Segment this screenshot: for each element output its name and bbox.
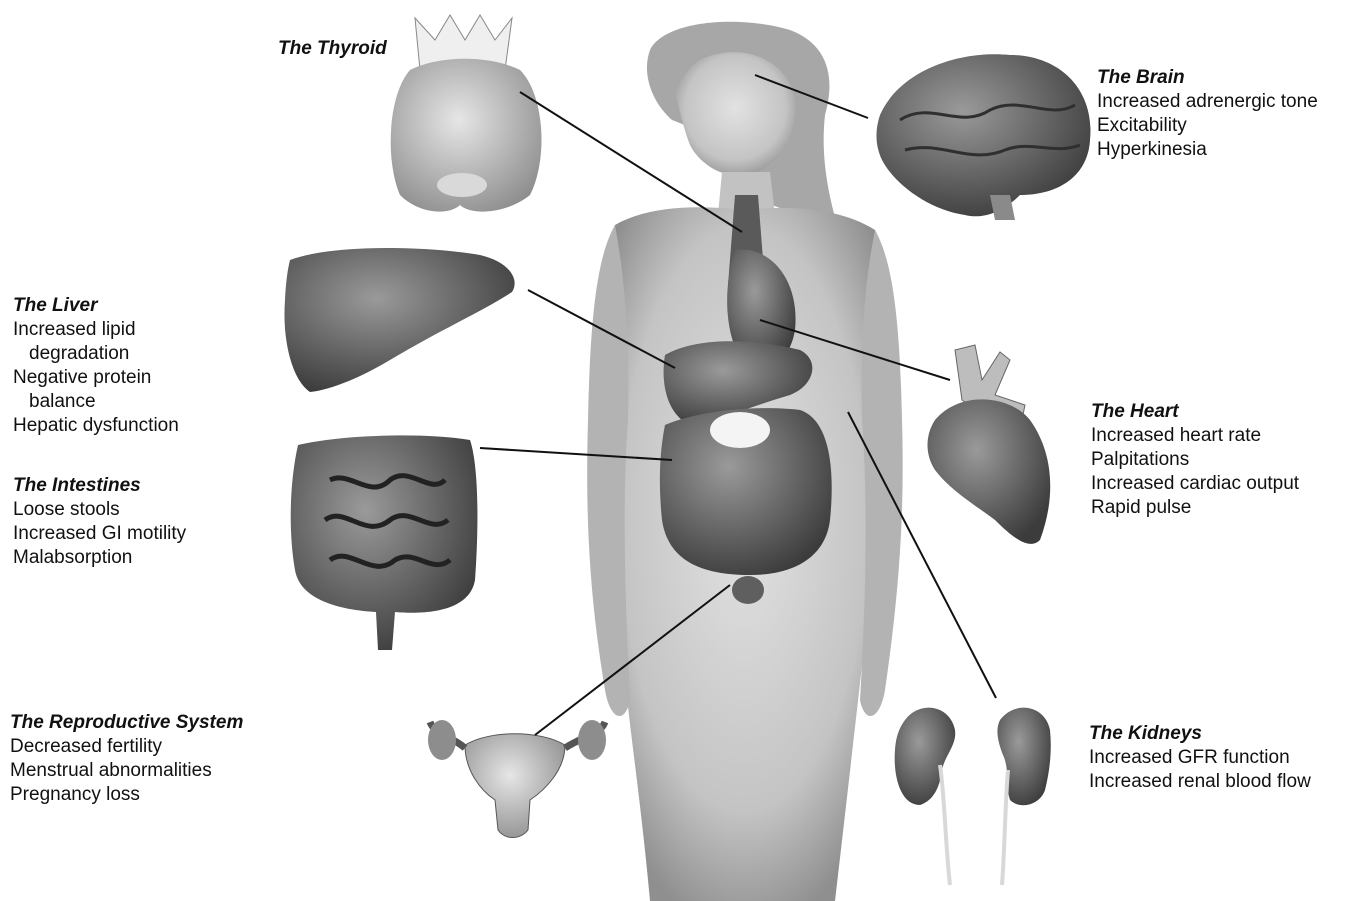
heart-effect: Increased heart rate <box>1091 424 1299 448</box>
brain-illustration <box>876 54 1090 220</box>
liver-illustration <box>284 248 514 392</box>
figure-stomach-shape <box>710 412 770 448</box>
intestines-effect: Increased GI motility <box>13 522 186 546</box>
thyroid-illustration <box>391 15 542 212</box>
ureters-shape <box>940 765 1008 885</box>
heart-illustration <box>928 345 1051 544</box>
thyroid-label: The Thyroid <box>278 37 387 61</box>
intestines-title: The Intestines <box>13 474 186 498</box>
right-arm-shape <box>860 230 903 716</box>
reproductive-effect: Menstrual abnormalities <box>10 759 243 783</box>
heart-title: The Heart <box>1091 400 1299 424</box>
brain-effect: Increased adrenergic tone <box>1097 90 1318 114</box>
brain-label: The Brain Increased adrenergic tone Exci… <box>1097 66 1318 162</box>
brain-shape <box>876 54 1090 216</box>
kidneys-title: The Kidneys <box>1089 722 1311 746</box>
thyroid-isthmus-shape <box>437 173 487 197</box>
kidneys-effect: Increased renal blood flow <box>1089 770 1311 794</box>
liver-label: The Liver Increased lipid degradation Ne… <box>13 294 179 438</box>
liver-shape <box>284 248 514 392</box>
brain-effect: Excitability <box>1097 114 1318 138</box>
liver-effect: Negative protein <box>13 366 179 390</box>
intestines-illustration <box>291 435 478 650</box>
right-ovary-shape <box>578 720 606 760</box>
left-ovary-shape <box>428 720 456 760</box>
brain-effect: Hyperkinesia <box>1097 138 1318 162</box>
heart-label: The Heart Increased heart rate Palpitati… <box>1091 400 1299 520</box>
reproductive-label: The Reproductive System Decreased fertil… <box>10 711 243 807</box>
kidneys-label: The Kidneys Increased GFR function Incre… <box>1089 722 1311 794</box>
liver-effect: degradation <box>13 342 179 366</box>
liver-effect: balance <box>13 390 179 414</box>
reproductive-effect: Decreased fertility <box>10 735 243 759</box>
heart-effect: Rapid pulse <box>1091 496 1299 520</box>
kidneys-illustration <box>895 708 1051 885</box>
human-body-figure <box>587 22 903 901</box>
reproductive-illustration <box>428 720 606 838</box>
heart-shape <box>928 399 1051 544</box>
figure-bladder-shape <box>732 576 764 604</box>
heart-effect: Increased cardiac output <box>1091 472 1299 496</box>
colon-frame-shape <box>291 435 478 650</box>
reproductive-title: The Reproductive System <box>10 711 243 735</box>
liver-title: The Liver <box>13 294 179 318</box>
brain-title: The Brain <box>1097 66 1318 90</box>
heart-effect: Palpitations <box>1091 448 1299 472</box>
left-arm-shape <box>587 225 630 716</box>
kidneys-effect: Increased GFR function <box>1089 746 1311 770</box>
uterus-shape <box>465 734 565 838</box>
liver-effect: Hepatic dysfunction <box>13 414 179 438</box>
reproductive-effect: Pregnancy loss <box>10 783 243 807</box>
thyroid-title: The Thyroid <box>278 37 387 61</box>
intestines-effect: Loose stools <box>13 498 186 522</box>
intestines-effect: Malabsorption <box>13 546 186 570</box>
liver-effect: Increased lipid <box>13 318 179 342</box>
intestines-label: The Intestines Loose stools Increased GI… <box>13 474 186 570</box>
left-kidney-shape <box>895 708 956 805</box>
